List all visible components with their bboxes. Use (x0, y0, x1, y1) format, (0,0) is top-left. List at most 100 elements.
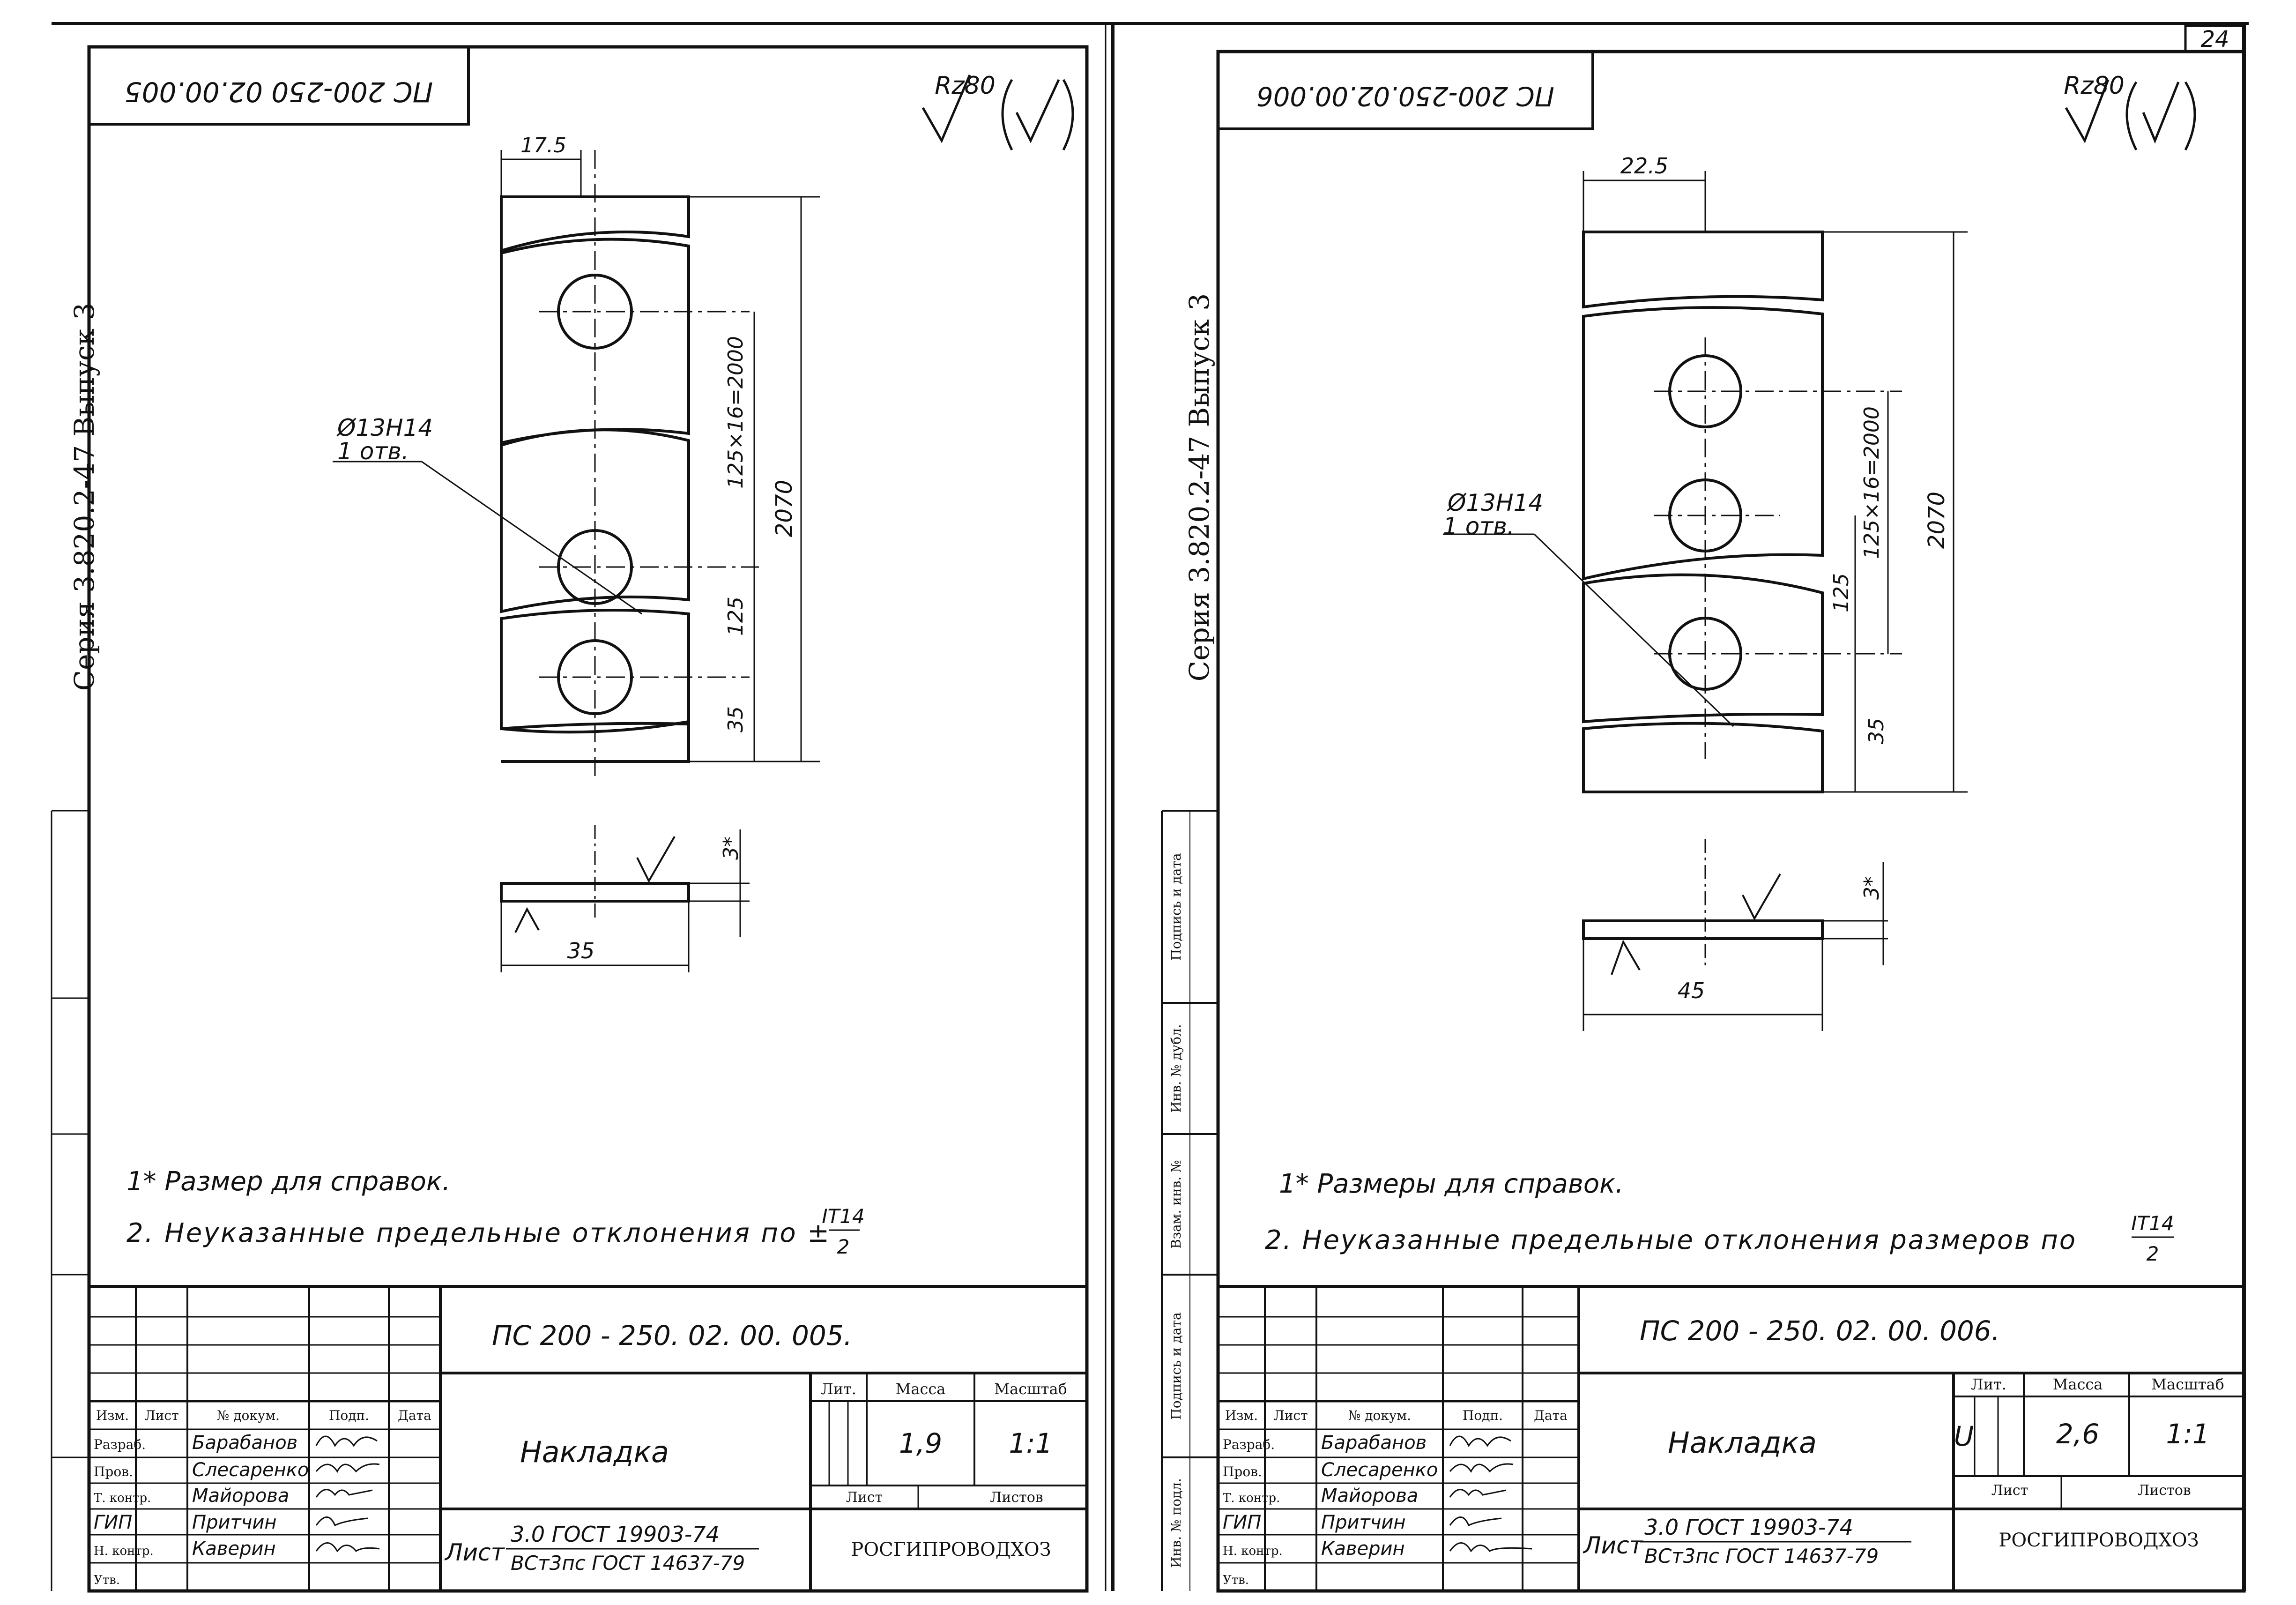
left-series-label: Серия 3.820.2-47 Выпуск 3 (68, 303, 100, 691)
right-col-izm: Изм. (1225, 1408, 1258, 1423)
right-hole-label: Ø13H14 (1447, 489, 1543, 516)
right-part-name: Накладка (1668, 1426, 1817, 1460)
left-note-1: 1* Размер для справок. (126, 1166, 451, 1197)
left-sheets-label: Листов (990, 1489, 1043, 1506)
right-dim-section-width: 45 (1678, 978, 1705, 1003)
left-col-date: Дата (398, 1408, 431, 1423)
left-role-razrab: Разраб. (94, 1437, 146, 1452)
left-plate-view (333, 150, 820, 778)
left-drawing-code: ПС 200-250 02.00.005 (125, 76, 433, 108)
left-dim-pitch: 125×16=2000 (724, 336, 748, 489)
right-col-doc: № докум. (1348, 1408, 1411, 1423)
right-code-box (1217, 50, 1594, 130)
svg-text:Rz80: Rz80 (2064, 72, 2125, 100)
right-role-tkontr: Т. контр. (1223, 1491, 1280, 1505)
right-scale-value: 1:1 (2166, 1418, 2209, 1450)
right-roughness-symbol: Rz80 (2064, 72, 2196, 151)
left-code-box (88, 45, 470, 126)
left-material-prefix: Лист (444, 1539, 505, 1566)
left-name-tkontr: Майорова (192, 1485, 289, 1507)
left-material-bottom: ВСт3пс ГОСТ 14637-79 (511, 1552, 745, 1575)
right-sheet-label: Лист (1991, 1482, 2028, 1499)
left-roughness-symbol: Rz80 (921, 72, 1074, 151)
right-scale-label: Масштаб (2151, 1375, 2224, 1393)
right-dim-gap: 125 (1829, 573, 1853, 612)
right-dim-width: 22.5 (1620, 153, 1668, 179)
left-tolerance-num: IT14 (822, 1205, 865, 1228)
left-section-view (500, 825, 750, 972)
right-name-razrab: Барабанов (1321, 1432, 1427, 1454)
left-note-2: 2. Неуказанные предельные отклонения по … (126, 1218, 829, 1248)
right-hole-count: 1 отв. (1443, 513, 1515, 540)
right-org: РОСГИПРОВОДХОЗ (1999, 1530, 2199, 1551)
left-dim-width: 17.5 (520, 134, 566, 157)
left-name-razrab: Барабанов (192, 1432, 297, 1454)
right-name-nkontr: Каверин (1321, 1538, 1405, 1560)
right-role-gip: ГИП (1223, 1512, 1261, 1533)
left-signatures (315, 1435, 380, 1553)
right-material-top: 3.0 ГОСТ 19903-74 (1644, 1515, 1853, 1540)
right-tolerance-den: 2 (2147, 1242, 2159, 1265)
left-designation: ПС 200 - 250. 02. 00. 005. (492, 1320, 852, 1351)
right-dim-overall: 2070 (1924, 492, 1950, 549)
left-title-block (51, 810, 1087, 1591)
left-scale-value: 1:1 (1009, 1427, 1052, 1459)
left-col-izm: Изм. (96, 1408, 129, 1423)
left-hole-label: Ø13H14 (336, 414, 433, 441)
left-dim-gap: 125 (724, 597, 748, 636)
left-dim-section-width: 35 (567, 938, 595, 963)
left-role-tkontr: Т. контр. (94, 1491, 151, 1505)
left-dim-overall: 2070 (771, 480, 797, 537)
left-col-list: Лист (144, 1408, 178, 1423)
left-tolerance-den: 2 (837, 1235, 850, 1258)
right-dim-thickness: 3* (1860, 876, 1884, 900)
right-name-gip: Притчин (1321, 1512, 1406, 1533)
right-sheets-label: Листов (2138, 1482, 2191, 1499)
left-dim-thickness: 3* (719, 836, 743, 860)
right-stamp-3: Взам. инв. № (1168, 1160, 1184, 1249)
right-tolerance-num: IT14 (2131, 1212, 2174, 1235)
left-name-prov: Слесаренко (192, 1459, 309, 1481)
left-sheet-label: Лист (846, 1489, 883, 1506)
left-part-name: Накладка (520, 1435, 669, 1469)
left-mass-value: 1,9 (899, 1427, 942, 1459)
left-name-nkontr: Каверин (192, 1538, 276, 1560)
right-stamp-4: Подпись и дата (1168, 1312, 1184, 1419)
left-org: РОСГИПРОВОДХОЗ (851, 1539, 1051, 1560)
left-role-utv: Утв. (94, 1573, 120, 1587)
right-mass-value: 2,6 (2056, 1418, 2099, 1450)
left-col-doc: № докум. (217, 1408, 280, 1423)
left-col-sign: Подп. (329, 1408, 369, 1423)
right-note-2: 2. Неуказанные предельные отклонения раз… (1265, 1225, 2075, 1255)
right-note-1: 1* Размеры для справок. (1279, 1169, 1624, 1199)
right-dim-pitch: 125×16=2000 (1860, 406, 1884, 559)
right-mass-label: Масса (2053, 1375, 2103, 1393)
right-col-sign: Подп. (1463, 1408, 1503, 1423)
right-sheet: ПС 200-250.02.00.006 Серия 3.820.2-47 Вы… (1161, 50, 2246, 1593)
left-role-nkontr: Н. контр. (94, 1544, 154, 1558)
left-sheet-border (87, 45, 1089, 1593)
right-title-block (1161, 810, 2244, 1591)
right-col-list: Лист (1273, 1408, 1308, 1423)
right-signatures (1449, 1435, 1532, 1553)
right-role-nkontr: Н. контр. (1223, 1544, 1283, 1558)
left-scale-label: Масштаб (994, 1380, 1067, 1398)
right-role-prov: Пров. (1223, 1464, 1262, 1479)
right-series-label: Серия 3.820.2-47 Выпуск 3 (1183, 293, 1215, 681)
left-name-gip: Притчин (192, 1512, 277, 1533)
right-material-bottom: ВСт3пс ГОСТ 14637-79 (1644, 1545, 1879, 1568)
right-section-view (1582, 839, 1888, 1031)
right-lit-label: Лит. (1971, 1375, 2006, 1393)
right-stamp-2: Инв. № дубл. (1168, 1024, 1184, 1112)
left-mass-label: Масса (896, 1380, 946, 1398)
left-role-gip: ГИП (94, 1512, 132, 1533)
page-number: 24 (2200, 26, 2229, 52)
left-lit-label: Лит. (821, 1380, 856, 1398)
right-stamp-1: Подпись и дата (1168, 853, 1184, 960)
right-drawing-code: ПС 200-250.02.00.006 (1256, 81, 1554, 111)
left-dim-end: 35 (724, 706, 748, 732)
right-designation: ПС 200 - 250. 02. 00. 006. (1640, 1315, 2000, 1347)
left-material-top: 3.0 ГОСТ 19903-74 (511, 1522, 720, 1547)
right-name-tkontr: Майорова (1321, 1485, 1418, 1507)
